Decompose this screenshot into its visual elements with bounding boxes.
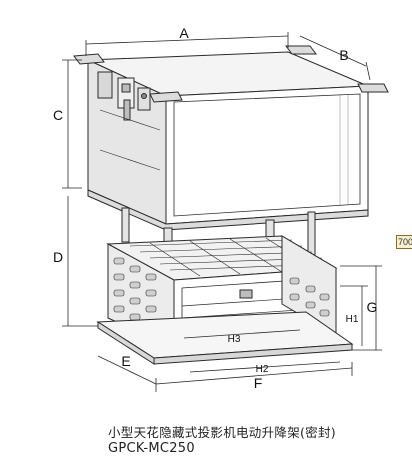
dim-label-d: D [53, 249, 63, 265]
caption-title: 小型天花隐藏式投影机电动升降架(密封) [108, 425, 336, 440]
dimension-lines [62, 32, 382, 392]
side-connector-panel [97, 71, 113, 99]
dim-label-a: A [179, 25, 189, 41]
dim-label-e: E [121, 353, 130, 369]
side-tag: 700 [396, 235, 412, 249]
projector-cage [96, 235, 354, 365]
dim-label-b: B [339, 47, 348, 63]
cage-latch [239, 289, 253, 299]
dim-label-h3: H3 [228, 334, 241, 345]
dim-label-h1: H1 [346, 314, 359, 325]
dim-label-h2: H2 [256, 364, 269, 375]
bracket-left-front [149, 91, 183, 103]
dim-label-f: F [254, 375, 263, 391]
bracket-top-left [73, 53, 105, 65]
bracket-right [357, 83, 389, 93]
motor-housing [73, 45, 389, 231]
housing-front-face [165, 85, 369, 225]
caption-model: GPCK-MC250 [108, 441, 195, 456]
bracket-top-right [285, 45, 317, 55]
dim-label-c: C [53, 107, 63, 123]
column-back-right [307, 211, 316, 257]
dim-label-g: G [367, 299, 378, 315]
column-back-left [121, 207, 130, 243]
